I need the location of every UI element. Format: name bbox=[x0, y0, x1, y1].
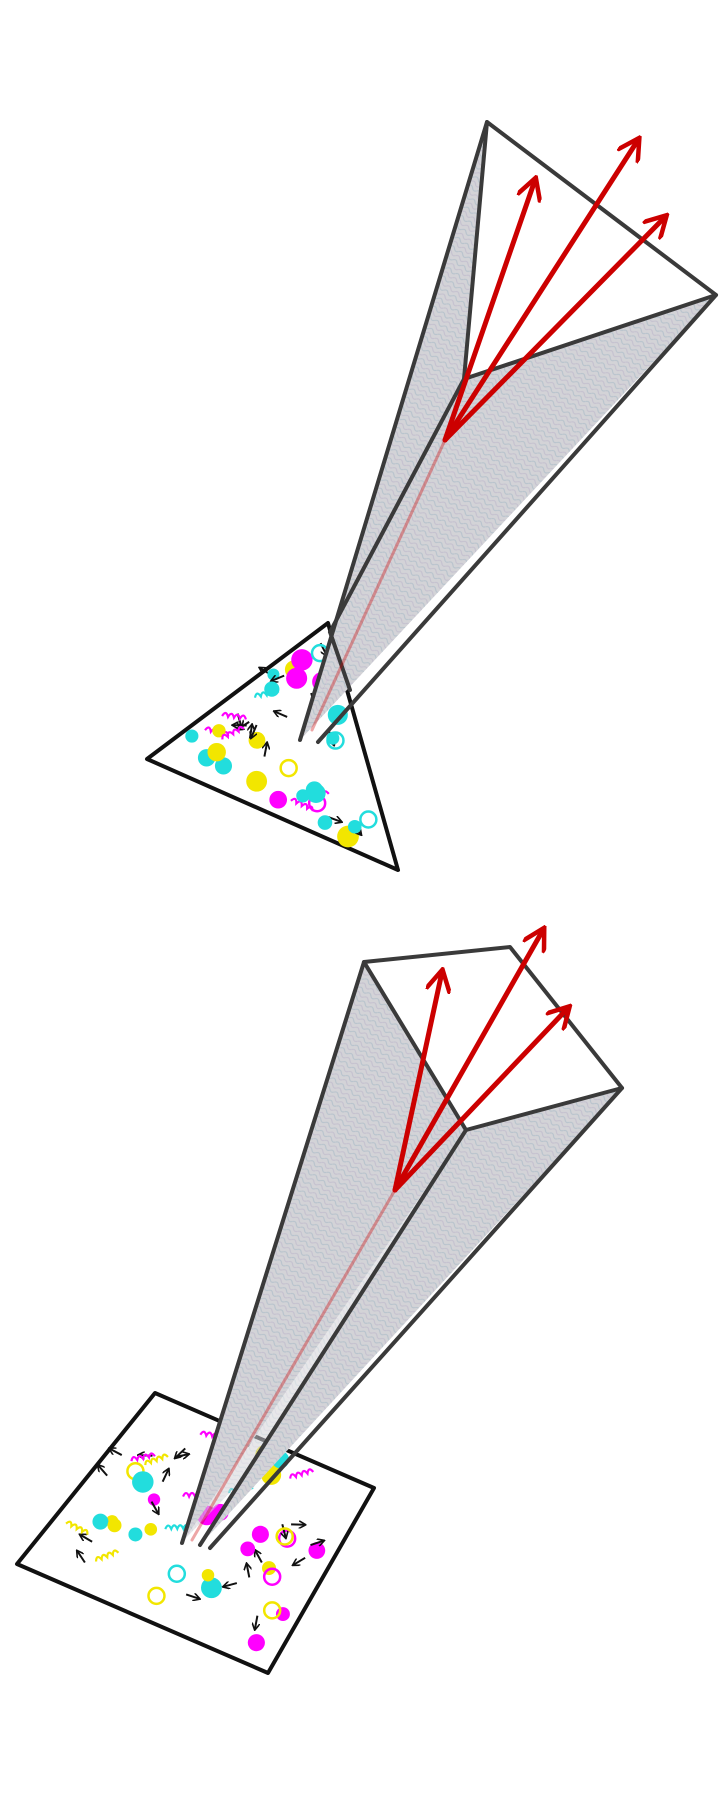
top-particle-dot-icon bbox=[348, 820, 362, 834]
bottom-particle-dot-icon bbox=[108, 1518, 122, 1532]
top-particle-dot-icon bbox=[246, 771, 267, 792]
top-particle-dot-icon bbox=[306, 784, 325, 803]
top-particle-dot-icon bbox=[269, 791, 287, 809]
top-panel bbox=[147, 122, 716, 870]
top-particle-dot-icon bbox=[207, 743, 225, 761]
bottom-particle-dot-icon bbox=[201, 1577, 222, 1598]
bottom-particle-dot-icon bbox=[148, 1493, 160, 1505]
top-particle-dot-icon bbox=[296, 789, 309, 802]
bottom-particle-dot-icon bbox=[144, 1523, 157, 1536]
top-particle-dot-icon bbox=[291, 649, 312, 670]
bottom-particle-dot-icon bbox=[252, 1526, 269, 1543]
bottom-particle-dot-icon bbox=[202, 1569, 215, 1582]
bottom-particle-dot-icon bbox=[248, 1634, 265, 1651]
bottom-particle-dot-icon bbox=[240, 1541, 255, 1556]
bottom-particle-dot-icon bbox=[128, 1527, 142, 1541]
bottom-particle-dot-icon bbox=[92, 1514, 108, 1530]
top-particle-dot-icon bbox=[318, 815, 333, 830]
top-particle-dot-icon bbox=[286, 668, 307, 689]
bottom-particle-dot-icon bbox=[132, 1471, 153, 1492]
top-particle-dot-icon bbox=[264, 681, 279, 696]
top-particle-dot-icon bbox=[185, 729, 198, 742]
bottom-panel bbox=[17, 930, 622, 1673]
